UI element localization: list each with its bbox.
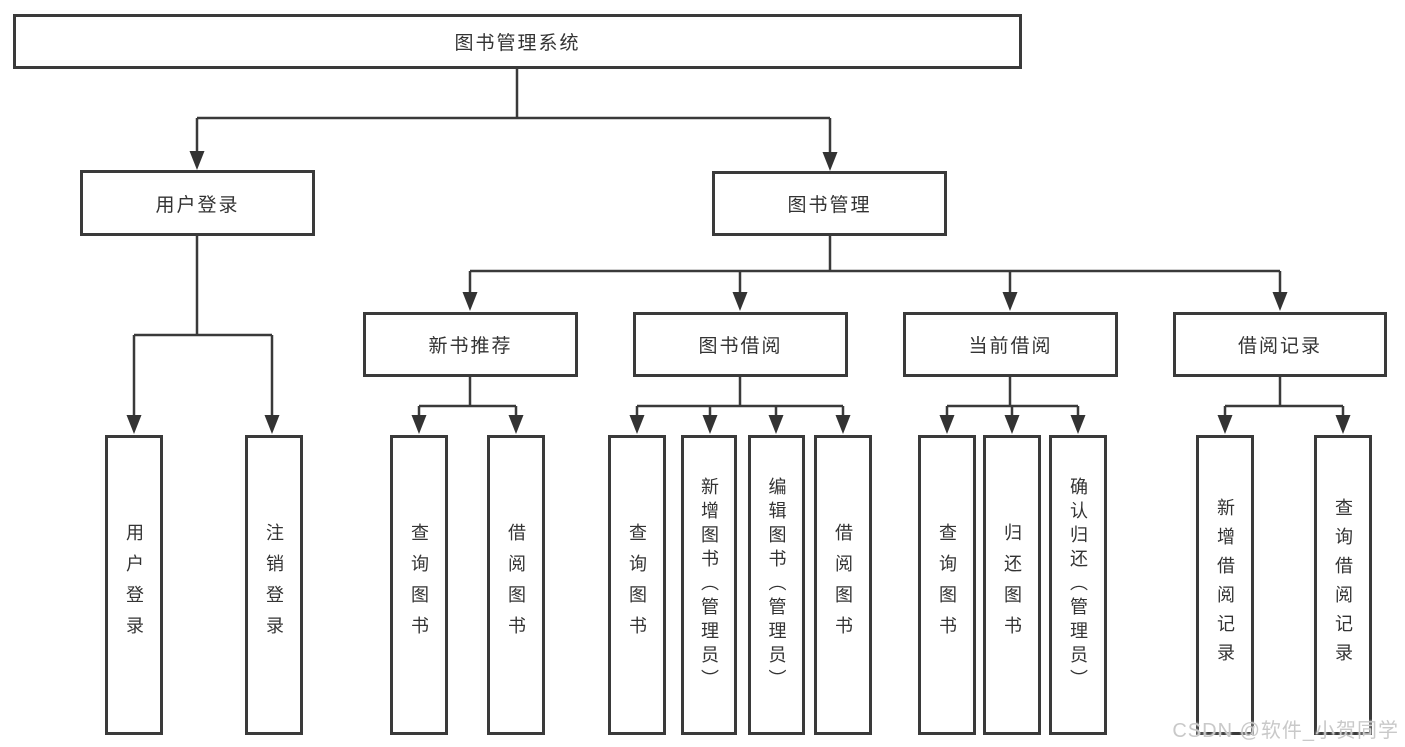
leaf-query-books-borrowing: 查询图书 bbox=[608, 435, 666, 735]
leaf-confirm-return-admin: 确认归还（管理员） bbox=[1049, 435, 1107, 735]
leaf-add-book-admin: 新增图书（管理员） bbox=[681, 435, 737, 735]
leaf-query-borrow-record-label: 查询借阅记录 bbox=[1333, 498, 1353, 672]
leaf-query-books-borrowing-label: 查询图书 bbox=[627, 523, 647, 647]
connector-user-login bbox=[132, 236, 274, 418]
node-root-label: 图书管理系统 bbox=[454, 33, 581, 54]
connector-new-book-recommend bbox=[417, 377, 518, 418]
connector-book-management bbox=[468, 236, 1282, 295]
leaf-query-books-recommend-label: 查询图书 bbox=[409, 523, 429, 647]
node-borrowing-records: 借阅记录 bbox=[1173, 312, 1387, 377]
leaf-edit-book-admin-label: 编辑图书（管理员） bbox=[766, 477, 787, 693]
leaf-borrow-books-borrowing: 借阅图书 bbox=[814, 435, 872, 735]
node-book-management: 图书管理 bbox=[712, 171, 947, 236]
node-root: 图书管理系统 bbox=[13, 14, 1022, 69]
node-new-book-recommend-label: 新书推荐 bbox=[428, 336, 513, 357]
connector-root bbox=[195, 69, 832, 155]
watermark: CSDN @软件_小贺同学 bbox=[1172, 720, 1399, 742]
leaf-borrow-books-borrowing-label: 借阅图书 bbox=[833, 523, 853, 647]
leaf-user-login-label: 用户登录 bbox=[124, 523, 144, 647]
leaf-return-books-label: 归还图书 bbox=[1002, 523, 1022, 647]
leaf-query-books-current: 查询图书 bbox=[918, 435, 976, 735]
node-user-login-label: 用户登录 bbox=[155, 194, 240, 216]
connector-book-borrowing bbox=[635, 377, 845, 418]
leaf-add-borrow-record: 新增借阅记录 bbox=[1196, 435, 1254, 735]
node-new-book-recommend: 新书推荐 bbox=[363, 312, 578, 377]
leaf-borrow-books-recommend: 借阅图书 bbox=[487, 435, 545, 735]
node-user-login: 用户登录 bbox=[80, 170, 315, 236]
node-borrowing-records-label: 借阅记录 bbox=[1237, 336, 1322, 357]
node-book-borrowing-label: 图书借阅 bbox=[698, 336, 783, 357]
leaf-user-login: 用户登录 bbox=[105, 435, 163, 735]
leaf-confirm-return-admin-label: 确认归还（管理员） bbox=[1068, 477, 1088, 693]
leaf-logout-label: 注销登录 bbox=[264, 523, 284, 647]
leaf-add-borrow-record-label: 新增借阅记录 bbox=[1215, 498, 1235, 672]
leaf-edit-book-admin: 编辑图书（管理员） bbox=[748, 435, 805, 735]
leaf-query-borrow-record: 查询借阅记录 bbox=[1314, 435, 1372, 735]
connector-borrowing-records bbox=[1223, 377, 1345, 418]
leaf-return-books: 归还图书 bbox=[983, 435, 1041, 735]
node-current-borrowing-label: 当前借阅 bbox=[968, 336, 1053, 357]
node-book-borrowing: 图书借阅 bbox=[633, 312, 848, 377]
leaf-borrow-books-recommend-label: 借阅图书 bbox=[506, 523, 526, 647]
leaf-add-book-admin-label: 新增图书（管理员） bbox=[699, 477, 719, 693]
connector-current-borrowing bbox=[945, 377, 1080, 418]
leaf-logout: 注销登录 bbox=[245, 435, 303, 735]
node-book-management-label: 图书管理 bbox=[787, 195, 872, 216]
leaf-query-books-recommend: 查询图书 bbox=[390, 435, 448, 735]
leaf-query-books-current-label: 查询图书 bbox=[937, 523, 957, 647]
node-current-borrowing: 当前借阅 bbox=[903, 312, 1118, 377]
